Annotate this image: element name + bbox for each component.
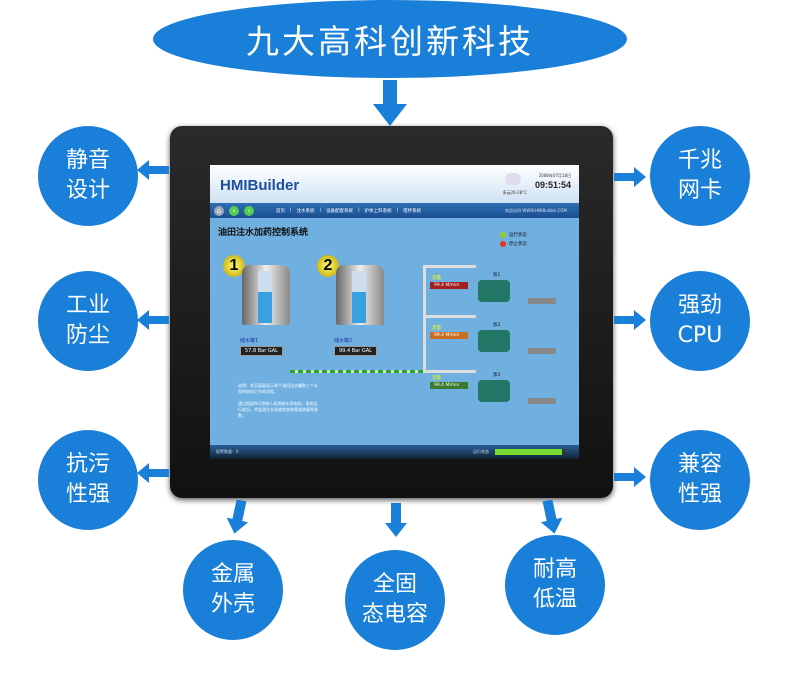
weather-icon	[505, 173, 521, 185]
hmi-screen: HMIBuilder 2008年07月18日 09:51:54 多云20-28°…	[210, 165, 579, 459]
feature-gigabit-nic: 千兆网卡	[650, 126, 750, 226]
nav-mixing[interactable]: 搅拌系统	[403, 208, 422, 214]
tank-2-label: 储水罐2	[334, 338, 353, 344]
run-progress-bar	[495, 449, 565, 455]
pump-2-flow: 99.4 M/min	[430, 332, 468, 339]
forward-button[interactable]: ›	[244, 205, 254, 216]
banner-title: 九大高科创新科技	[153, 0, 627, 78]
arrow-down-icon	[373, 80, 407, 126]
pump-2[interactable]	[478, 330, 510, 352]
clock: 09:51:54	[534, 180, 571, 190]
pump-1[interactable]	[478, 280, 510, 302]
pipe-main	[290, 370, 425, 373]
feature-temperature: 耐高低温	[505, 535, 605, 635]
arrow-left-icon	[137, 160, 169, 180]
date: 2008年07月18日	[538, 173, 571, 178]
tank-1-label: 储水罐1	[240, 338, 259, 344]
feature-dustproof: 工业防尘	[38, 271, 138, 371]
pipe-riser	[423, 265, 426, 373]
nav-home[interactable]: 首页	[276, 208, 285, 214]
arrow-down-icon	[385, 503, 407, 537]
nav-equipment[interactable]: 设备配套系统	[326, 208, 354, 214]
tank-2-value: 99.4 Bar GAL	[334, 346, 377, 356]
tank-2-badge: 2	[317, 255, 339, 277]
tank-1[interactable]	[242, 265, 290, 325]
weather: 多云20-28°C	[502, 190, 527, 195]
pump-2-flow-label: 流量	[432, 326, 441, 331]
pump-1-flow: 99.4 M/min	[430, 282, 468, 289]
arrow-down-icon	[540, 500, 562, 534]
pump-3-flow-label: 流量	[432, 376, 441, 381]
description: 说明：本页画面显示两个油田注水罐和三个水泵的协同工作的流程。通过图面PLC控制人…	[238, 383, 318, 418]
hmi-nav: ⌂ ‹ › 首页| 注水系统| 设备配套系统| 炉体上料系统| 搅拌系统 欢迎访…	[210, 203, 579, 218]
hmi-header: HMIBuilder 2008年07月18日 09:51:54 多云20-28°…	[210, 165, 579, 203]
arrow-right-icon	[614, 167, 646, 187]
pump-1-flow-label: 流量	[432, 276, 441, 281]
arrow-left-icon	[137, 463, 169, 483]
back-button[interactable]: ‹	[229, 205, 239, 216]
pump-1-name: 泵1	[493, 273, 501, 278]
hmi-footer: 报警数量：0 运行状态	[210, 445, 579, 459]
feature-antifouling: 抗污性强	[38, 430, 138, 530]
pump-3-flow: 99.4 M/min	[430, 382, 468, 389]
pipe-branch-3	[423, 370, 476, 373]
outlet-arrow-icon	[528, 298, 556, 304]
feature-silent-design: 静音设计	[38, 126, 138, 226]
alarm-count: 报警数量：0	[216, 449, 239, 454]
pump-2-name: 泵2	[493, 323, 501, 328]
arrow-down-icon	[227, 500, 249, 534]
arrow-right-icon	[614, 310, 646, 330]
run-status-label: 运行状态	[473, 449, 489, 454]
feature-metal-case: 金属外壳	[183, 540, 283, 640]
nav-feeding[interactable]: 炉体上料系统	[364, 208, 392, 214]
feature-compatibility: 兼容性强	[650, 430, 750, 530]
system-title: 油田注水加药控制系统	[218, 228, 309, 238]
feature-solid-capacitor: 全固态电容	[345, 550, 445, 650]
pipe-branch-2	[423, 315, 476, 318]
status-running: 运行状态	[500, 232, 527, 238]
nav-injection[interactable]: 注水系统	[296, 208, 315, 214]
tank-1-value: 57.8 Bar GAL	[240, 346, 283, 356]
status-stopped: 停止状态	[500, 241, 527, 247]
arrow-left-icon	[137, 310, 169, 330]
home-button[interactable]: ⌂	[214, 205, 224, 216]
pump-3-name: 泵3	[493, 373, 501, 378]
outlet-arrow-icon	[528, 398, 556, 404]
arrow-right-icon	[614, 467, 646, 487]
welcome-text: 欢迎访问 WWW.HMIBuilder.COM	[504, 207, 567, 213]
pump-3[interactable]	[478, 380, 510, 402]
outlet-arrow-icon	[528, 348, 556, 354]
hmi-logo: HMIBuilder	[220, 177, 300, 194]
pipe-branch-1	[423, 265, 476, 268]
tank-1-badge: 1	[223, 255, 245, 277]
tank-2[interactable]	[336, 265, 384, 325]
